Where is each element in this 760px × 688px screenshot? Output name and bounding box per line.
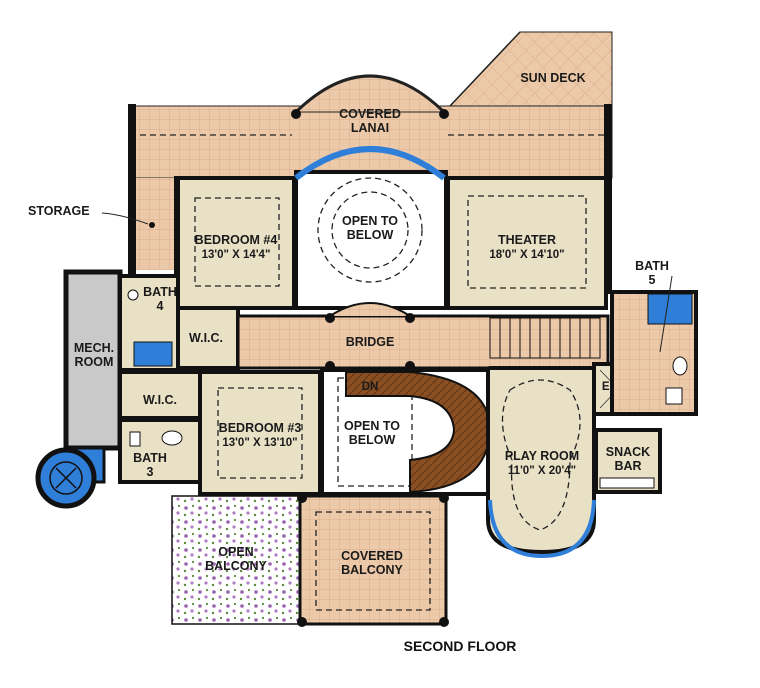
bedroom-3: BEDROOM #3 13'0" X 13'10": [198, 370, 322, 496]
open-below-top-label-1: OPEN TO: [342, 214, 398, 228]
bath-5-label-1: BATH: [635, 259, 669, 273]
floor-title: SECOND FLOOR: [404, 638, 517, 654]
bath-5-label-2: 5: [649, 273, 656, 287]
play-room-size: 11'0" X 20'4": [508, 465, 576, 477]
storage-label: STORAGE: [28, 204, 90, 218]
bedroom-3-name: BEDROOM #3: [219, 421, 302, 435]
wic-lower-label: W.I.C.: [143, 393, 177, 407]
wall: [128, 104, 136, 274]
bath-3-label-1: BATH: [133, 451, 167, 465]
bedroom-4-name: BEDROOM #4: [195, 233, 278, 247]
sun-deck: SUN DECK: [448, 31, 613, 107]
open-balcony-label-2: BALCONY: [205, 559, 267, 573]
bath-3: BATH 3: [118, 418, 202, 484]
mech-room-label-2: ROOM: [75, 355, 114, 369]
wic-upper: W.I.C.: [176, 306, 240, 370]
wic-lower: W.I.C.: [118, 370, 202, 420]
bath-4: BATH 4: [118, 274, 180, 372]
bridge: BRIDGE: [236, 302, 610, 371]
round-tower: [35, 446, 106, 509]
bedroom-3-size: 13'0" X 13'10": [222, 437, 297, 449]
covered-lanai-label-1: COVERED: [339, 107, 401, 121]
theater: THEATER 18'0" X 14'10": [446, 176, 608, 310]
bridge-label: BRIDGE: [346, 335, 395, 349]
open-balcony-label-1: OPEN: [218, 545, 253, 559]
bedroom-4-size: 13'0" X 14'4": [202, 249, 271, 261]
theater-name: THEATER: [498, 233, 556, 247]
snack-bar: SNACK BAR: [594, 428, 662, 494]
covered-balcony: COVERED BALCONY: [297, 493, 449, 627]
wic-upper-label: W.I.C.: [189, 331, 223, 345]
snack-bar-label-2: BAR: [614, 459, 641, 473]
theater-size: 18'0" X 14'10": [489, 249, 564, 261]
covered-balcony-label-1: COVERED: [341, 549, 403, 563]
play-room-name: PLAY ROOM: [505, 449, 579, 463]
covered-lanai-label-2: LANAI: [351, 121, 389, 135]
open-below-mid-label-1: OPEN TO: [344, 419, 400, 433]
bath-3-label-2: 3: [147, 465, 154, 479]
open-below-top-label-2: BELOW: [347, 228, 394, 242]
bath-4-label-2: 4: [157, 299, 164, 313]
open-to-below-top: OPEN TO BELOW: [294, 146, 448, 310]
stair-dn-label: DN: [362, 381, 379, 393]
open-to-below-mid: DN OPEN TO BELOW: [320, 368, 492, 496]
bath-5: BATH 5: [610, 259, 698, 416]
bedroom-4: BEDROOM #4 13'0" X 14'4": [176, 176, 296, 310]
sun-deck-label: SUN DECK: [520, 71, 585, 85]
open-below-mid-label-2: BELOW: [349, 433, 396, 447]
open-balcony: OPEN BALCONY: [171, 495, 301, 625]
mech-room-label-1: MECH.: [74, 341, 114, 355]
storage-room: STORAGE: [28, 176, 179, 276]
bath-4-label-1: BATH: [143, 285, 177, 299]
snack-bar-label-1: SNACK: [606, 445, 650, 459]
mech-room: MECH. ROOM: [63, 269, 123, 451]
covered-balcony-label-2: BALCONY: [341, 563, 403, 577]
play-room: PLAY ROOM 11'0" X 20'4": [486, 366, 596, 559]
